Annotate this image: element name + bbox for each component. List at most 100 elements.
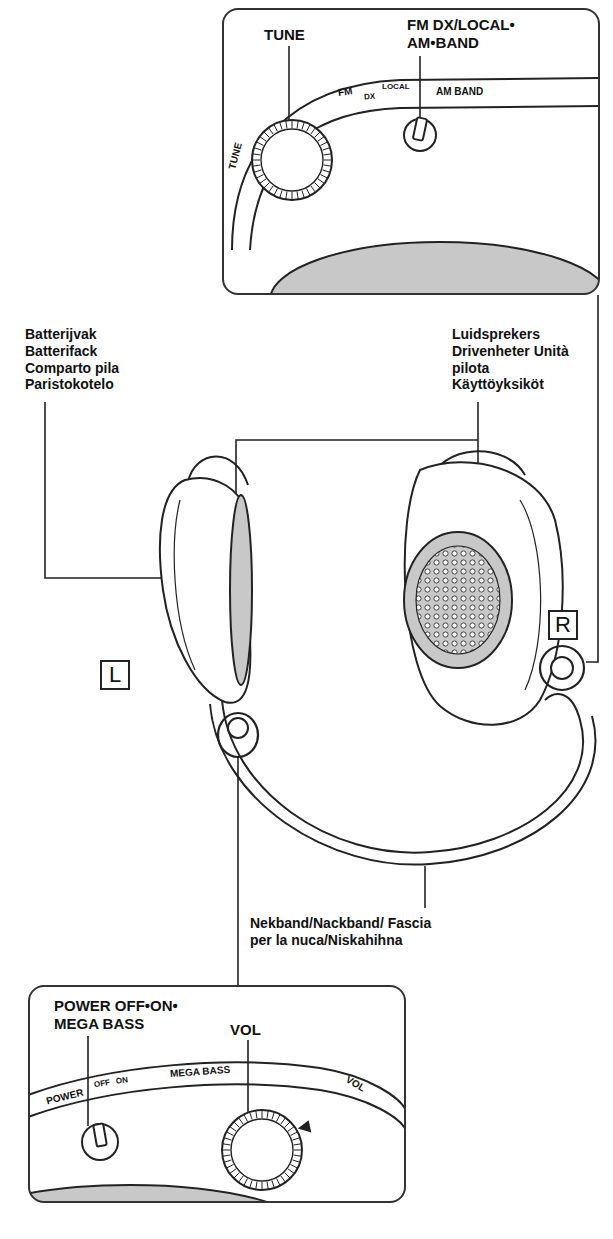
knurl-stroke	[222, 1155, 230, 1156]
knurl-stroke	[292, 1138, 300, 1140]
engraved-text: MEGA BASS	[170, 1064, 231, 1080]
knurl-stroke	[244, 1179, 248, 1186]
tuner-closeup	[232, 78, 599, 294]
leader-line	[586, 295, 598, 662]
power-closeup	[29, 1062, 405, 1202]
knurl-stroke	[268, 186, 273, 192]
neckband-edge	[222, 694, 583, 853]
engraved-text: LOCAL	[382, 82, 410, 92]
knurl-stroke	[315, 132, 321, 138]
neckband-edge	[210, 704, 595, 865]
knurl-stroke	[285, 1122, 291, 1128]
knurl-stroke	[277, 1179, 281, 1186]
housing-edge	[232, 78, 599, 250]
knurl-stroke	[297, 120, 298, 128]
part-label: Batterijvak Batterifack Comparto pila Pa…	[25, 326, 143, 393]
ear-pad	[270, 242, 599, 294]
knurl-stroke	[262, 1110, 263, 1118]
leader-line	[419, 56, 421, 119]
knurl-stroke	[318, 179, 324, 184]
knurl-stroke	[292, 120, 293, 128]
knurl-stroke	[234, 1122, 240, 1128]
knurl-stroke	[252, 160, 260, 161]
knurl-stroke	[286, 192, 287, 200]
side-tag: L	[100, 660, 130, 690]
knurl-stroke	[311, 186, 316, 192]
callout-label: FM DX/LOCAL• AM•BAND	[407, 16, 547, 52]
knurl-stroke	[291, 1165, 298, 1169]
knurl-stroke	[274, 189, 278, 196]
knurl-stroke	[234, 1173, 240, 1179]
knurl-stroke	[281, 1176, 286, 1182]
switch-lever	[93, 1123, 107, 1146]
knurl-stroke	[244, 1114, 248, 1121]
driver-grille	[416, 546, 500, 654]
dial-knurling	[222, 1110, 302, 1190]
knurl-stroke	[321, 142, 328, 146]
knurl-stroke	[254, 170, 262, 172]
left-earpiece	[160, 456, 258, 757]
knurl-stroke	[291, 1132, 298, 1136]
knurl-stroke	[294, 1155, 302, 1156]
shell-edge	[174, 500, 195, 670]
part-label: Luidsprekers Drivenheter Unità pilota Kä…	[452, 326, 576, 393]
dial-face	[231, 1119, 293, 1181]
dial-knurling	[252, 120, 332, 200]
knurl-stroke	[307, 189, 311, 196]
knurl-stroke	[315, 183, 321, 189]
knurl-stroke	[272, 1180, 274, 1188]
knurl-stroke	[238, 1176, 243, 1182]
housing-edge	[250, 106, 599, 250]
knurl-stroke	[222, 1144, 230, 1145]
knurl-stroke	[294, 1144, 302, 1145]
knurl-stroke	[292, 192, 293, 200]
knurl-stroke	[252, 154, 260, 155]
leader-line	[87, 1036, 89, 1126]
knurl-stroke	[272, 1112, 274, 1120]
vol-dial	[222, 1110, 302, 1190]
engraved-text: AM BAND	[436, 86, 483, 98]
knurl-stroke	[277, 1114, 281, 1121]
knurl-stroke	[288, 1169, 294, 1174]
leader-line	[237, 757, 239, 985]
inset-panel: TUNEFM DX/LOCAL• AM•BAND	[222, 8, 600, 295]
knurl-stroke	[262, 1182, 263, 1190]
knurl-stroke	[222, 1150, 230, 1151]
knurl-stroke	[321, 175, 328, 179]
dial-face	[261, 129, 323, 191]
knurl-stroke	[292, 1160, 300, 1162]
leader-line	[424, 866, 426, 908]
right-earpiece	[404, 451, 584, 724]
knurl-stroke	[274, 124, 278, 131]
engraved-text: POWER	[45, 1087, 85, 1108]
knurl-stroke	[230, 1169, 236, 1174]
control-knob	[551, 657, 573, 679]
knurl-stroke	[294, 1150, 302, 1151]
knurl-stroke	[252, 165, 260, 166]
knurl-stroke	[288, 1126, 294, 1131]
driver-pad	[230, 495, 252, 685]
knurl-stroke	[224, 1160, 232, 1162]
knurl-stroke	[267, 1110, 268, 1118]
leader-line	[45, 402, 170, 578]
housing-edge	[29, 1062, 405, 1110]
power-switch	[82, 1124, 118, 1160]
knurl-stroke	[324, 154, 332, 155]
highlight-circle	[218, 713, 258, 757]
knurl-stroke	[256, 175, 263, 179]
vol-mark	[300, 1122, 310, 1131]
side-letter: R	[555, 614, 571, 636]
knurl-stroke	[324, 160, 332, 161]
knurl-stroke	[250, 1180, 252, 1188]
knurl-stroke	[322, 170, 330, 172]
side-letter: L	[109, 664, 121, 686]
knurl-stroke	[226, 1132, 233, 1136]
leader-lines	[45, 46, 598, 1126]
knurl-stroke	[254, 148, 262, 150]
knurl-stroke	[281, 1118, 286, 1124]
callout-label: POWER OFF•ON• MEGA BASS	[54, 997, 204, 1033]
knurl-stroke	[250, 1112, 252, 1120]
knurl-stroke	[260, 179, 266, 184]
